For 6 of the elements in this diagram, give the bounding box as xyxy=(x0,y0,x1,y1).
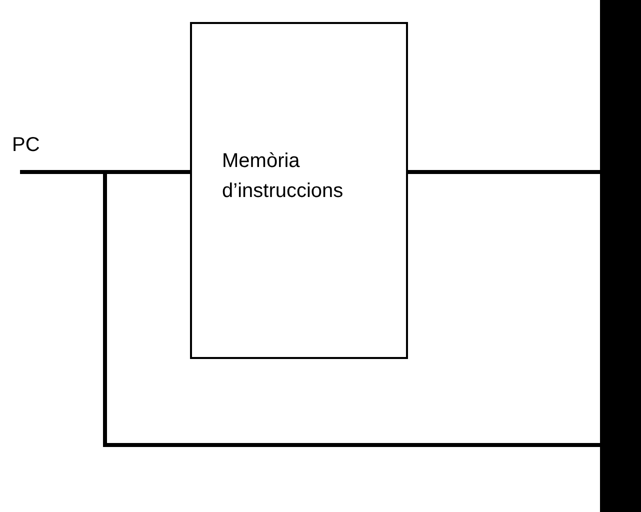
wire xyxy=(20,170,600,447)
block-label: Memòria d’instruccions xyxy=(222,149,344,204)
wire xyxy=(408,170,600,174)
bus-bar xyxy=(600,0,641,512)
signal-label: PC xyxy=(12,133,41,158)
memory-block xyxy=(190,22,408,359)
